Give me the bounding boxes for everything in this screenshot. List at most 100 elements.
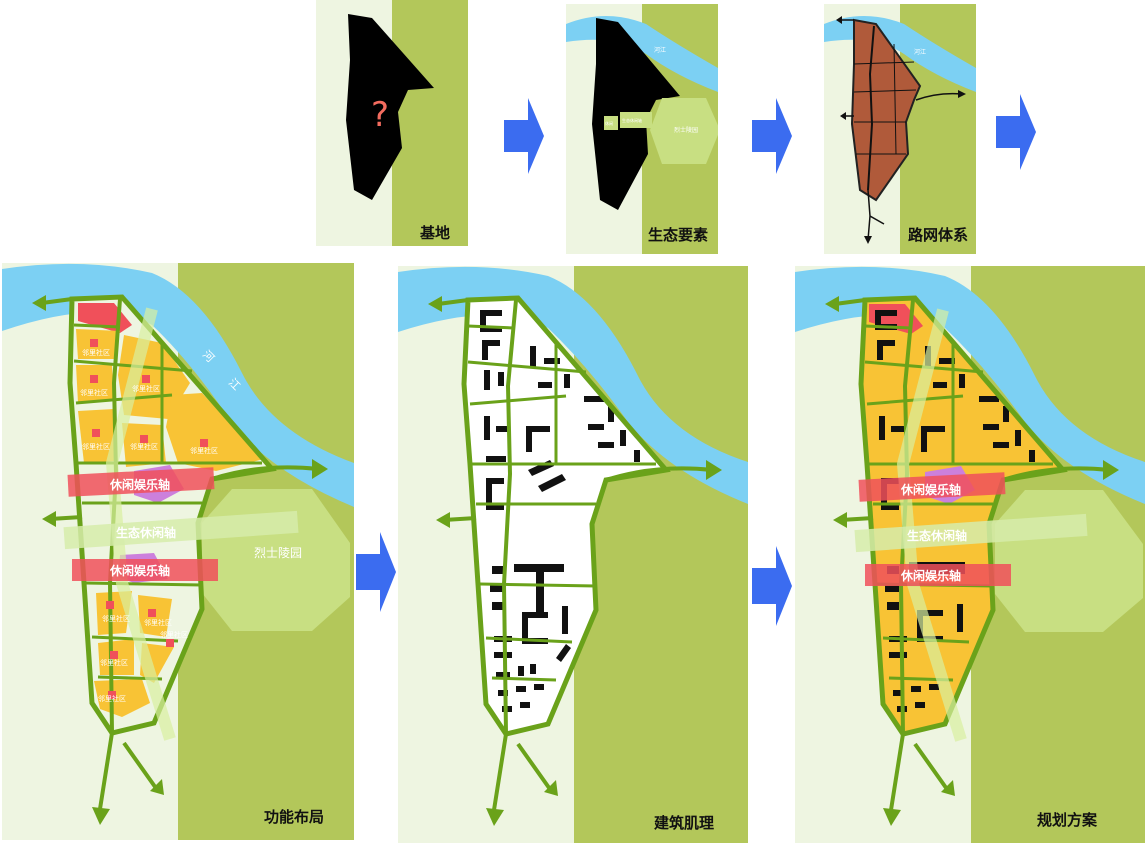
svg-text:邻里社区: 邻里社区 xyxy=(130,442,158,451)
function-panel: 河 江 烈士陵园 xyxy=(2,263,354,840)
arrowhead-east xyxy=(706,460,722,480)
arrowhead-north xyxy=(428,296,442,312)
axis-small-right-label: 生态休闲轴 xyxy=(622,117,642,123)
axis-top xyxy=(858,472,1006,502)
arrowhead-south xyxy=(486,808,504,826)
land-site xyxy=(464,298,666,734)
building-footprints xyxy=(480,310,640,712)
svg-text:邻里社区: 邻里社区 xyxy=(160,630,188,639)
road-out-east xyxy=(1002,466,1110,482)
arrowhead-southeast xyxy=(544,780,558,796)
svg-text:邻里社区: 邻里社区 xyxy=(80,388,108,397)
land-site xyxy=(861,298,1063,734)
ecology-map: 河江 烈士陵园 休闲 生态休闲轴 xyxy=(566,4,718,254)
site-shape xyxy=(346,14,434,200)
question-mark: ? xyxy=(371,95,389,135)
arrowhead-west xyxy=(42,511,56,527)
axis-mid xyxy=(854,513,1088,553)
arrowhead-west xyxy=(833,512,847,528)
community-markers: 邻里社区 邻里社区 邻里社区 邻里社区 邻里社区 邻里社区 邻里社区 邻里社区 … xyxy=(80,339,218,703)
river-label: 河江 xyxy=(914,48,926,56)
eco-spine xyxy=(105,307,176,741)
svg-text:邻里社区: 邻里社区 xyxy=(100,658,128,667)
axis-mid-label: 生态休闲轴 xyxy=(116,525,176,540)
park-area xyxy=(650,98,718,164)
road-out-south xyxy=(98,732,160,810)
block-residential xyxy=(122,423,166,467)
block-residential xyxy=(76,365,114,403)
arrowhead-south xyxy=(883,808,901,826)
river xyxy=(2,263,354,507)
texture-panel: 建筑肌理 xyxy=(398,266,748,843)
road-out-north xyxy=(41,297,73,305)
ecology-caption: 生态要素 xyxy=(648,226,709,244)
arrowhead-east xyxy=(312,459,328,479)
site-map: ? xyxy=(316,0,468,246)
arrow-right-icon xyxy=(752,98,792,174)
river xyxy=(795,266,1145,504)
arrow-right-icon xyxy=(504,98,544,174)
arrowhead-south xyxy=(864,236,872,244)
texture-map xyxy=(398,266,748,843)
arrow-right-icon xyxy=(752,546,792,626)
roads-caption: 路网体系 xyxy=(908,226,969,244)
axis-top-label: 休闲娱乐轴 xyxy=(900,482,961,497)
axis-bottom-label: 休闲娱乐轴 xyxy=(900,568,961,583)
axis-small-left xyxy=(604,116,618,130)
site-panel: ? 基地 xyxy=(316,0,468,246)
axis-bottom xyxy=(865,564,1011,586)
arrowhead-west xyxy=(436,512,450,528)
arrowhead-east xyxy=(1103,460,1119,480)
arrowhead-east xyxy=(958,90,966,98)
road-out-south xyxy=(889,733,951,811)
block-residential xyxy=(166,393,264,471)
axis-bottom-label: 休闲娱乐轴 xyxy=(109,563,170,578)
svg-text:邻里社区: 邻里社区 xyxy=(102,614,130,623)
road-out-east xyxy=(211,465,319,481)
road-grid xyxy=(467,324,656,682)
svg-text:邻里社区: 邻里社区 xyxy=(144,618,172,627)
site-caption: 基地 xyxy=(420,224,451,242)
texture-caption: 建筑肌理 xyxy=(654,814,715,832)
block-residential xyxy=(94,679,150,717)
axis-top xyxy=(67,467,215,497)
eco-spine xyxy=(896,308,967,742)
arrowhead-north xyxy=(836,16,842,24)
plan-caption: 规划方案 xyxy=(1037,811,1098,829)
road-spine xyxy=(867,25,875,191)
road-out-north xyxy=(834,298,866,306)
park-label: 烈士陵园 xyxy=(254,546,302,560)
svg-text:邻里社区: 邻里社区 xyxy=(98,694,126,703)
arrowhead-south xyxy=(92,807,110,825)
road-site xyxy=(850,18,922,202)
axis-mid xyxy=(63,510,299,550)
road-out-north xyxy=(437,298,469,306)
function-caption: 功能布局 xyxy=(264,808,325,826)
road-out-east xyxy=(605,466,713,482)
plan-panel: 休闲娱乐轴 生态休闲轴 休闲娱乐轴 规划方案 xyxy=(795,266,1145,843)
road-grid xyxy=(853,43,917,155)
road-out-south xyxy=(492,733,554,811)
arrowhead-north xyxy=(32,295,46,311)
axis-small-right xyxy=(620,112,652,128)
arrowhead-southeast xyxy=(941,780,955,796)
function-map: 河 江 烈士陵园 xyxy=(2,263,354,840)
axis-mid-label: 生态休闲轴 xyxy=(907,528,967,543)
ecology-panel: 河江 烈士陵园 休闲 生态休闲轴 生态要素 xyxy=(566,4,718,254)
axis-top-label: 休闲娱乐轴 xyxy=(109,477,170,492)
svg-text:邻里社区: 邻里社区 xyxy=(132,384,160,393)
axis-bottom xyxy=(72,559,218,581)
river xyxy=(398,266,748,504)
svg-text:邻里社区: 邻里社区 xyxy=(190,446,218,455)
roads-map: 河江 xyxy=(824,4,976,254)
green-belt xyxy=(392,0,468,246)
arrow-right-icon xyxy=(356,532,396,612)
park-label: 烈士陵园 xyxy=(674,126,698,134)
roads-panel: 河江 路网体系 xyxy=(824,4,976,254)
svg-text:邻里社区: 邻里社区 xyxy=(82,348,110,357)
arrowhead-north xyxy=(825,296,839,312)
axis-small-left-label: 休闲 xyxy=(605,120,613,126)
svg-text:邻里社区: 邻里社区 xyxy=(82,442,110,451)
arrow-right-icon xyxy=(996,94,1036,170)
